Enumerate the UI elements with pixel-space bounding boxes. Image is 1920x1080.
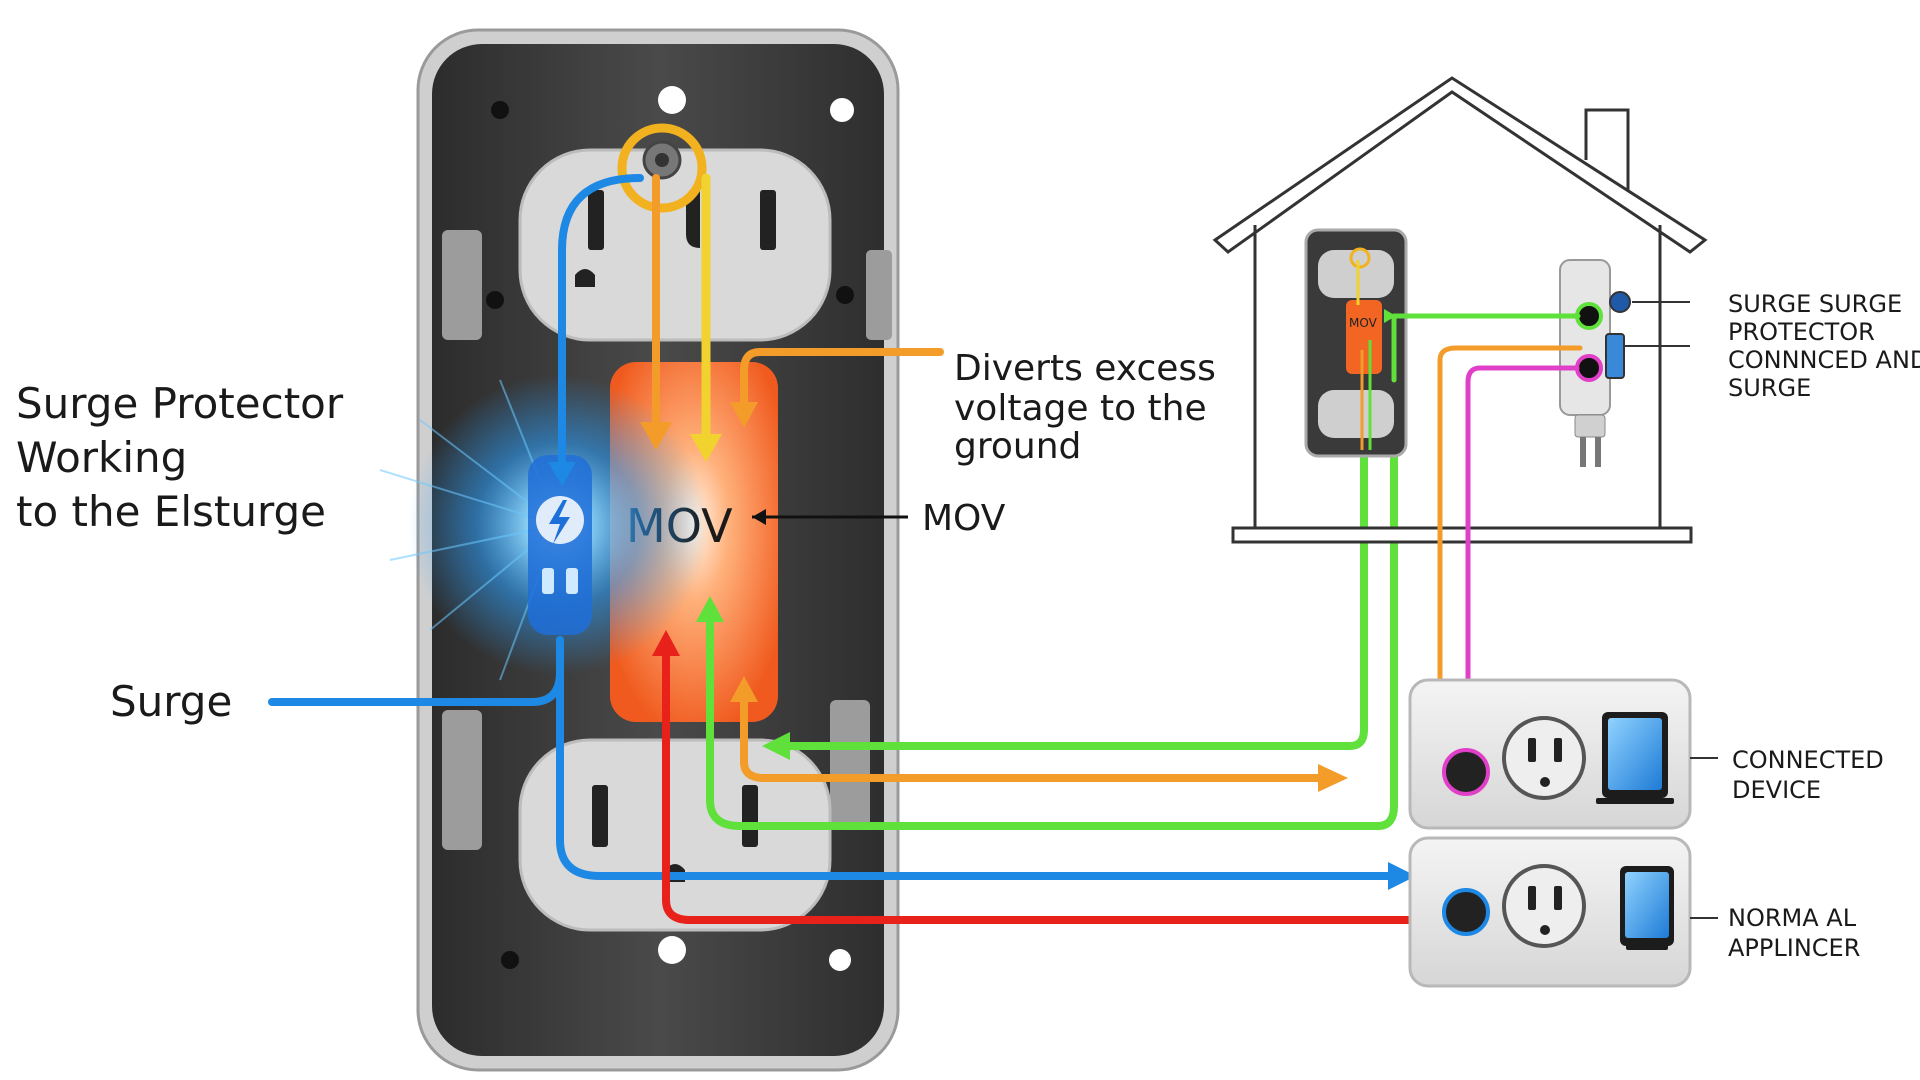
outlet-face-bottom bbox=[1502, 864, 1586, 948]
tablet-icon bbox=[1596, 712, 1674, 804]
mini-outlet: MOV bbox=[1304, 228, 1408, 458]
surge-label: Surge bbox=[110, 677, 232, 726]
surge-glow bbox=[379, 375, 708, 681]
mov-pointer bbox=[752, 509, 908, 525]
surge-protector-working-label: Surge Protector Working to the Elsturge bbox=[16, 379, 344, 536]
appliance-jack bbox=[1442, 888, 1490, 936]
outlet-face-top bbox=[1502, 716, 1586, 800]
red-wire bbox=[662, 646, 1469, 924]
top-terminal bbox=[617, 123, 707, 213]
mount-hole-top bbox=[658, 86, 686, 114]
house-icon bbox=[1212, 76, 1708, 544]
svg-text:Diverts excess: Diverts excess bbox=[954, 348, 1216, 389]
lower-receptacle bbox=[518, 738, 832, 932]
orange-wire-bottom bbox=[740, 696, 1329, 782]
mini-mov-label: MOV bbox=[1349, 316, 1378, 330]
svg-text:APPLINCER: APPLINCER bbox=[1728, 934, 1860, 962]
house-magenta-wire bbox=[1465, 365, 1580, 768]
diverts-label: Diverts excess voltage to the ground bbox=[954, 348, 1216, 467]
svg-text:Surge Protector: Surge Protector bbox=[16, 379, 344, 428]
mov-pointer-label: MOV bbox=[922, 498, 1006, 539]
svg-text:CONNECTED: CONNECTED bbox=[1732, 746, 1884, 774]
svg-text:NORMA AL: NORMA AL bbox=[1728, 904, 1857, 932]
connected-jack bbox=[1442, 748, 1490, 796]
svg-text:PROTECTOR: PROTECTOR bbox=[1728, 318, 1875, 346]
svg-text:CONNNCED AND: CONNNCED AND bbox=[1728, 346, 1920, 374]
svg-text:ground: ground bbox=[954, 426, 1081, 467]
connected-device-row bbox=[1442, 712, 1674, 804]
surge-surge-protector-label: SURGE SURGE PROTECTOR CONNNCED AND SURGE bbox=[1728, 290, 1920, 402]
normal-appliance-label: NORMA AL APPLINCER bbox=[1728, 904, 1860, 962]
svg-text:SURGE SURGE: SURGE SURGE bbox=[1728, 290, 1902, 318]
svg-text:Working: Working bbox=[16, 433, 187, 482]
upper-receptacle bbox=[518, 148, 832, 342]
tablet-icon bbox=[1620, 866, 1674, 950]
green-wire bbox=[706, 376, 1398, 830]
plug-icon bbox=[1574, 414, 1606, 467]
leader-lines bbox=[1624, 301, 1718, 919]
svg-text:SURGE: SURGE bbox=[1728, 374, 1811, 402]
wall-surge-device bbox=[1559, 259, 1631, 467]
lightning-bolt-icon bbox=[549, 500, 570, 544]
svg-text:DEVICE: DEVICE bbox=[1732, 776, 1821, 804]
svg-text:voltage to the: voltage to the bbox=[954, 388, 1207, 429]
svg-text:to the Elsturge: to the Elsturge bbox=[16, 487, 326, 536]
normal-appliance-row bbox=[1442, 864, 1674, 950]
orange-wire-diverts bbox=[740, 348, 944, 412]
mount-hole-bottom bbox=[658, 936, 686, 964]
blue-surge-wire bbox=[268, 174, 1399, 880]
connected-device-label: CONNECTED DEVICE bbox=[1732, 746, 1884, 804]
